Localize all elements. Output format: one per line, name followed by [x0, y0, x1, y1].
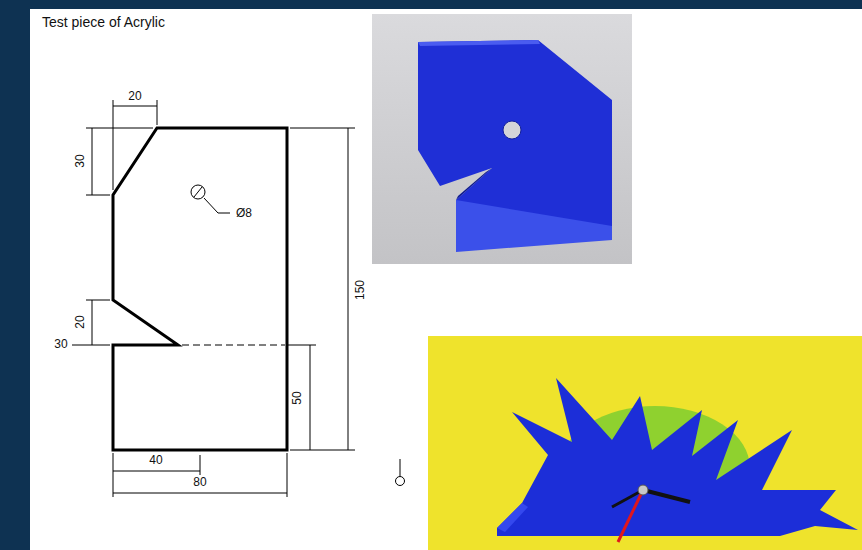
photo-test-piece	[372, 14, 632, 264]
view-symbol-stem	[400, 459, 401, 476]
dimension-value: 80	[193, 476, 206, 490]
view-symbol	[396, 477, 405, 486]
dimension-value: 40	[149, 454, 162, 468]
dimension-value: 150	[354, 280, 368, 300]
dimension-holder: 150	[354, 280, 368, 300]
dimension-value: 50	[291, 391, 305, 404]
dimension-value: 20	[74, 315, 88, 328]
hole-diameter-mark	[194, 187, 202, 197]
dimension-value: 20	[128, 90, 141, 104]
dimension-lines	[72, 100, 355, 497]
slide-title: Test piece of Acrylic	[42, 14, 165, 30]
part-outline	[113, 128, 287, 450]
title-holder: Test piece of Acrylic	[42, 14, 165, 30]
dimension-holder: 20	[128, 90, 141, 104]
centre-line	[182, 345, 285, 346]
dimension-holder: 40	[149, 454, 162, 468]
dimension-holder: 20	[74, 315, 88, 328]
dimension-holder: 30	[74, 154, 88, 167]
dimension-value: 30	[74, 154, 88, 167]
hole-symbol	[191, 185, 205, 199]
dimension-holder: 30	[54, 338, 67, 352]
dimension-holder: 80	[193, 476, 206, 490]
dimension-holder: Ø8	[236, 207, 252, 221]
dimension-value: Ø8	[236, 207, 252, 221]
dimension-value: 30	[54, 338, 67, 352]
content-panel	[30, 9, 862, 550]
photo-clock	[428, 336, 862, 550]
leader-line	[204, 198, 230, 213]
dimension-holder: 50	[291, 391, 305, 404]
